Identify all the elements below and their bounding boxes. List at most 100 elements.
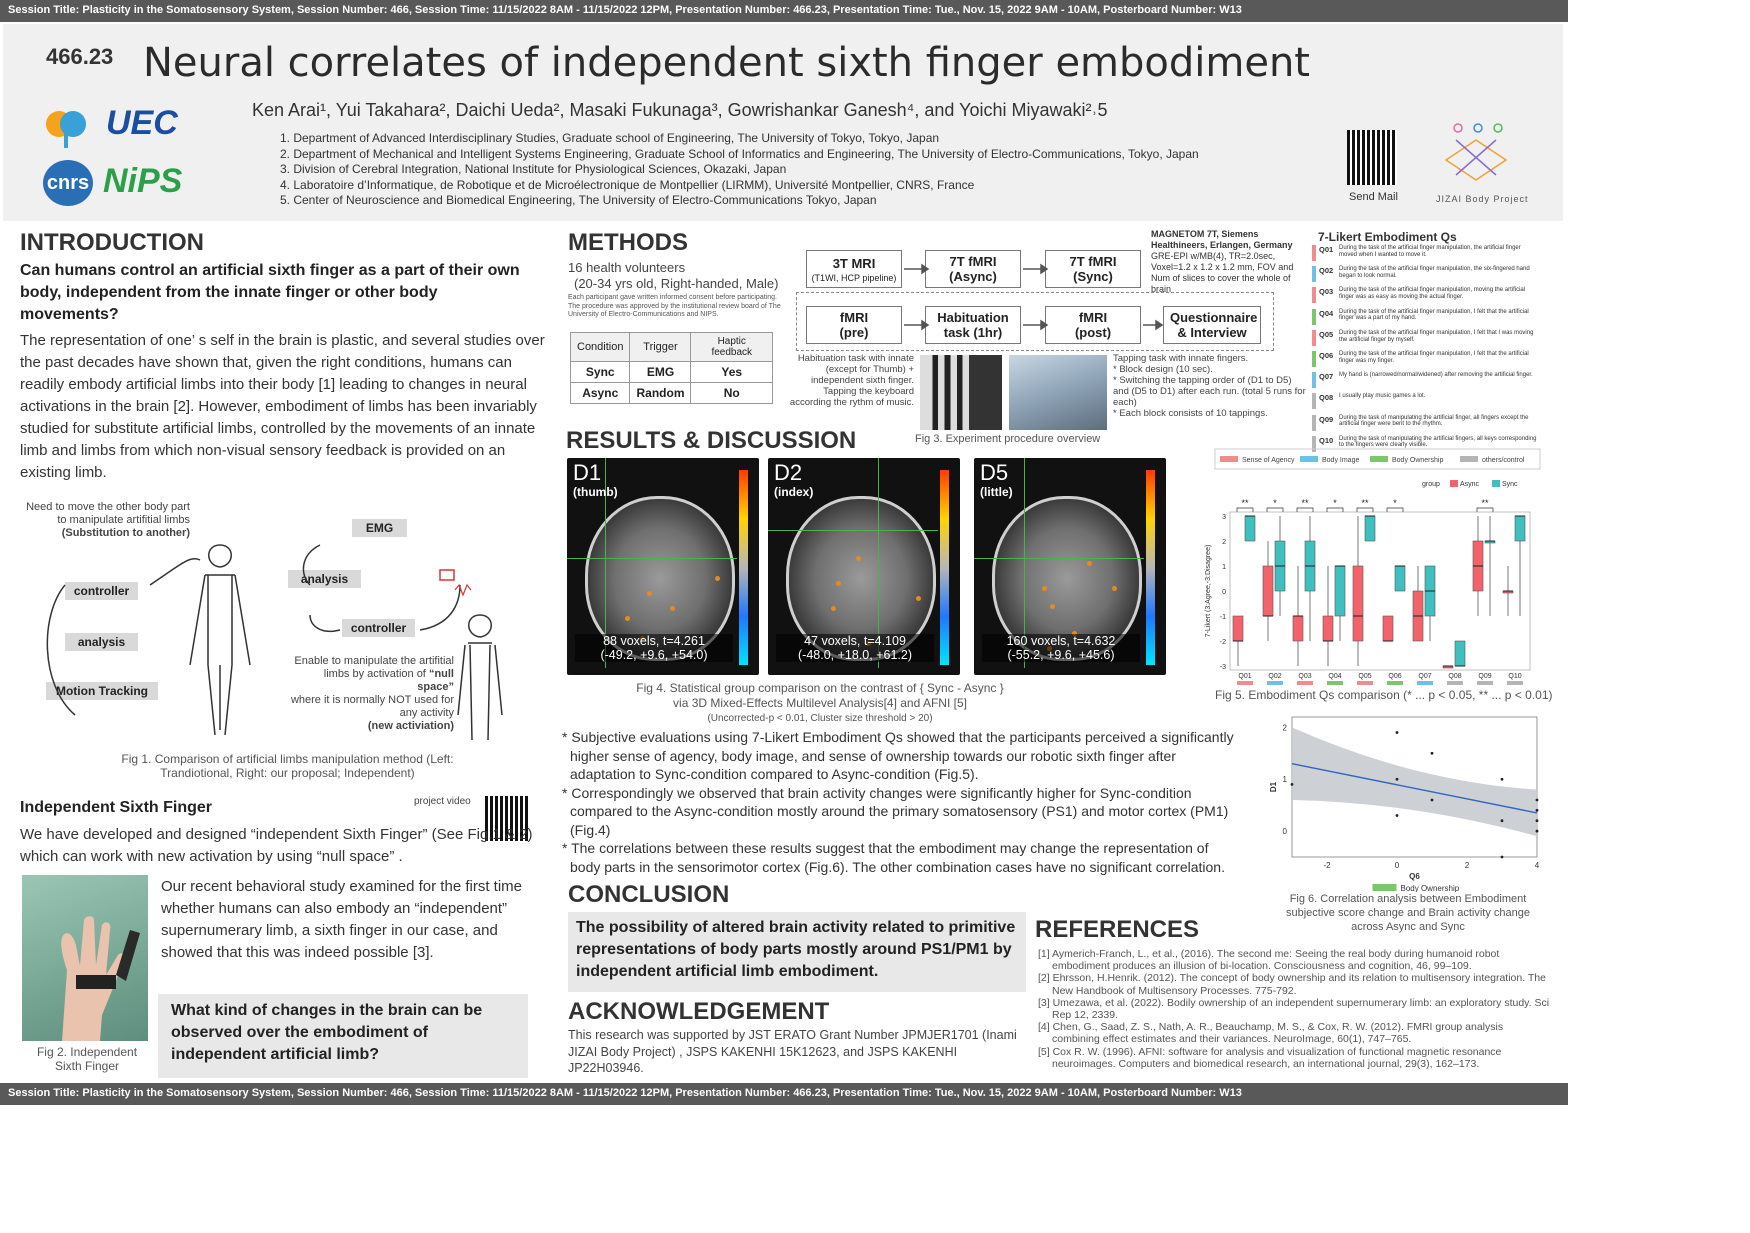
- conclusion-text: The possibility of altered brain activit…: [576, 919, 1016, 980]
- data-point: [1395, 777, 1399, 781]
- group-legend-title: group: [1422, 481, 1440, 488]
- flow-3t-mri: 3T MRI(T1WI, HCP pipeline): [806, 250, 902, 288]
- tapping-item: * Each block consists of 10 tappings.: [1113, 408, 1268, 419]
- result-bullet-text: The correlations between these results s…: [570, 840, 1225, 875]
- project-video-qr[interactable]: [485, 796, 530, 841]
- methods-heading: METHODS: [568, 229, 688, 256]
- isf-study-text: Our recent behavioral study examined for…: [161, 878, 522, 961]
- volunteers-line1: 16 health volunteers: [568, 260, 686, 275]
- crosshair-line: [567, 558, 737, 559]
- tapping-item: * Switching the tapping order of (D1 to …: [1113, 375, 1306, 408]
- regression-line: [1291, 762, 1538, 814]
- likert-heading: 7-Likert Embodiment Qs: [1318, 230, 1457, 244]
- flow-label: 7T fMRI: [1069, 254, 1117, 269]
- session-bar-top: Session Title: Plasticity in the Somatos…: [0, 0, 1568, 22]
- tapping-title: Tapping task with innate fingers.: [1113, 353, 1249, 364]
- fig1-right-note: Enable to manipulate the artifitial limb…: [290, 655, 454, 733]
- fig4-caption-line: via 3D Mixed-Effects Multilevel Analysis…: [673, 696, 967, 710]
- isf-text: We have developed and designed “independ…: [20, 826, 533, 865]
- digit-label: D2: [774, 460, 803, 485]
- fig1-controller-r-box: controller: [342, 619, 415, 637]
- x-tick-label: Q02: [1268, 673, 1281, 680]
- header-band: [3, 24, 1563, 221]
- crosshair-line: [1024, 458, 1025, 668]
- session-bar-bottom: Session Title: Plasticity in the Somatos…: [0, 1083, 1568, 1105]
- likert-color-swatch: [1312, 245, 1316, 261]
- scanner-photo: [1009, 355, 1107, 430]
- y-tick-label: -1: [1220, 614, 1226, 621]
- significance-bracket: [1356, 507, 1374, 512]
- fig1-left-note-text: Need to move the other body part to mani…: [26, 501, 190, 526]
- ref-item: [4] Chen, G., Saad, Z. S., Nath, A. R., …: [1038, 1021, 1504, 1046]
- likert-q-text: During the task of the artificial finger…: [1339, 287, 1526, 301]
- significance-marker: **: [1241, 498, 1249, 508]
- category-legend-label: Body Ownership: [1392, 457, 1443, 464]
- conclusion-heading: CONCLUSION: [568, 881, 730, 908]
- affiliations: 1. Department of Advanced Interdisciplin…: [280, 131, 1199, 209]
- likert-color-swatch: [1312, 308, 1316, 325]
- fig1-emg-box: EMG: [352, 519, 407, 537]
- ref-item: [3] Umezawa, et al. (2022). Bodily owner…: [1038, 996, 1550, 1022]
- fig2-caption: Fig 2. Independent Sixth Finger: [36, 1045, 138, 1073]
- group-legend-label: Sync: [1502, 481, 1518, 488]
- box: [1334, 565, 1346, 617]
- jizai-label: JIZAI Body Project: [1436, 194, 1529, 204]
- cluster-voxels: 47 voxels, t=4.109: [804, 634, 906, 648]
- ack-text: This research was supported by JST ERATO…: [568, 1028, 1017, 1075]
- box: [1454, 640, 1466, 667]
- category-legend-swatch: [1460, 456, 1478, 462]
- fig1-right-note-bold2: (new activiation): [367, 720, 454, 732]
- legend-swatch: [1372, 884, 1397, 891]
- activation-cluster: [715, 576, 720, 581]
- fig1-right-note-text2: where it is normally NOT used for any ac…: [290, 694, 454, 719]
- x-tick-label: Q04: [1328, 673, 1341, 680]
- likert-q-id: Q05: [1319, 329, 1334, 339]
- y-tick-label: 0: [1222, 589, 1226, 596]
- likert-q-id: Q07: [1319, 372, 1334, 382]
- likert-q-id: Q02: [1319, 266, 1334, 276]
- data-point: [1500, 819, 1504, 823]
- fig3-caption: Fig 3. Experiment procedure overview: [915, 433, 1101, 445]
- send-mail-qr[interactable]: [1347, 130, 1397, 185]
- x-category-swatch: [1417, 681, 1433, 685]
- significance-bracket: [1326, 507, 1344, 512]
- likert-color-swatch: [1312, 372, 1316, 389]
- cnrs-logo: cnrs: [43, 160, 93, 206]
- x-category-swatch: [1477, 681, 1493, 685]
- brain-scan-panel: D2(index)47 voxels, t=4.109(-48.0, +18.0…: [768, 458, 960, 675]
- significance-marker: *: [1273, 498, 1277, 508]
- activation-cluster: [1112, 586, 1117, 591]
- significance-bracket: [1386, 507, 1404, 512]
- flow-fmri-post: fMRI (post): [1045, 306, 1141, 344]
- likert-q-text: During the task of the artificial finger…: [1339, 266, 1530, 279]
- refs-list: [1] Aymerich-Franch, L., et al., (2016).…: [1038, 948, 1553, 1070]
- y-axis-label: D1: [1269, 781, 1278, 792]
- affiliation: 1. Department of Advanced Interdisciplin…: [280, 131, 940, 145]
- x-tick-label: Q07: [1418, 673, 1431, 680]
- table-cell: Random: [629, 382, 692, 404]
- likert-color-swatch: [1312, 266, 1316, 283]
- y-tick-label: 1: [1283, 775, 1288, 784]
- uec-logo: UEC: [106, 104, 178, 142]
- x-tick-label: 2: [1465, 861, 1470, 870]
- fig1-controller-box: controller: [65, 582, 138, 600]
- significance-marker: *: [1393, 498, 1397, 508]
- flow-sublabel: (Async): [949, 269, 997, 284]
- activation-cluster: [670, 606, 675, 611]
- cluster-coord: (-48.0, +18.0, +61.2): [798, 648, 912, 662]
- sixth-finger-photo: [22, 875, 148, 1041]
- group-legend-swatch: [1450, 480, 1458, 487]
- fig1-left-note: Need to move the other body part to mani…: [25, 501, 190, 540]
- keyboard-photo: [920, 355, 1002, 430]
- fig1-motion-box: Motion Tracking: [46, 682, 158, 700]
- result-bullet-text: Correspondingly we observed that brain a…: [570, 784, 1229, 838]
- cluster-voxels: 160 voxels, t=4.632: [1006, 634, 1116, 648]
- cluster-voxels: 88 voxels, t=4.261: [603, 634, 705, 648]
- likert-q-text: During the task of manipulating the arti…: [1339, 414, 1529, 428]
- category-legend-label: others/control: [1482, 457, 1525, 464]
